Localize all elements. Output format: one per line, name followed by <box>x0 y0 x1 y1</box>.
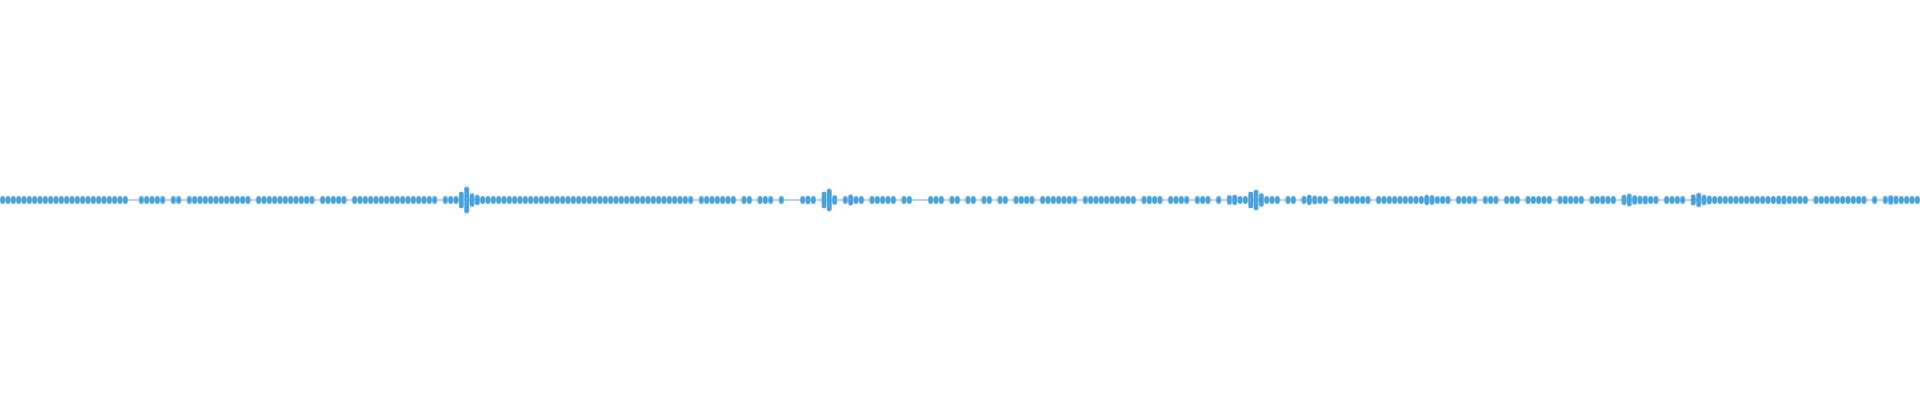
audio-waveform <box>0 186 1920 214</box>
audio-waveform-view <box>0 186 1920 214</box>
